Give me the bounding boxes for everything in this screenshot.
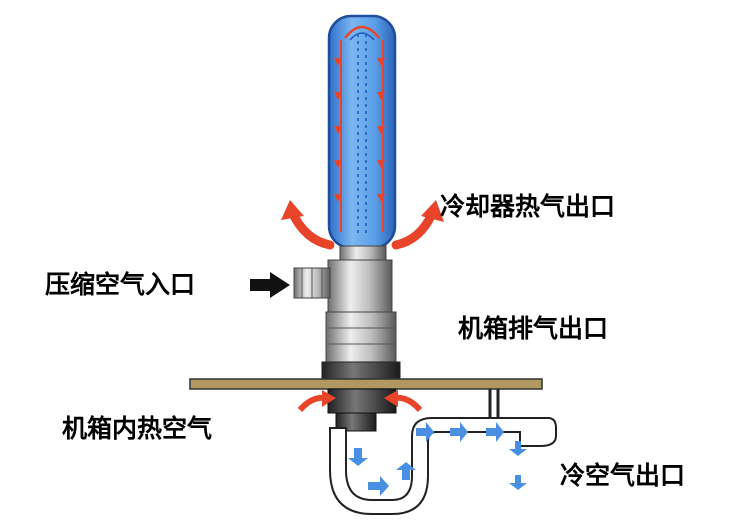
vortex-tube — [327, 14, 397, 250]
tube-hot-arrows — [334, 58, 385, 202]
cabinet-hot-air-arrows — [297, 390, 423, 413]
hot-exhaust-arrows — [281, 200, 444, 250]
cold-air-pipe — [329, 417, 557, 515]
cold-air-arrows — [348, 422, 527, 496]
cold-air-outlet-label: 冷空气出口 — [560, 461, 686, 490]
cold-outlet-body — [327, 388, 397, 432]
compressed-air-inlet-label: 压缩空气入口 — [45, 270, 196, 299]
air-inlet-fitting — [293, 267, 331, 299]
cooler-hot-outlet-label: 冷却器热气出口 — [440, 192, 616, 221]
air-inlet-arrow — [250, 272, 290, 298]
pipe-bracket — [488, 389, 500, 418]
cabinet-exhaust-outlet-label: 机箱排气出口 — [458, 314, 609, 343]
tube-fitting — [321, 245, 401, 381]
cabinet-hot-air-label: 机箱内热空气 — [62, 414, 213, 443]
cabinet-wall — [189, 378, 543, 390]
